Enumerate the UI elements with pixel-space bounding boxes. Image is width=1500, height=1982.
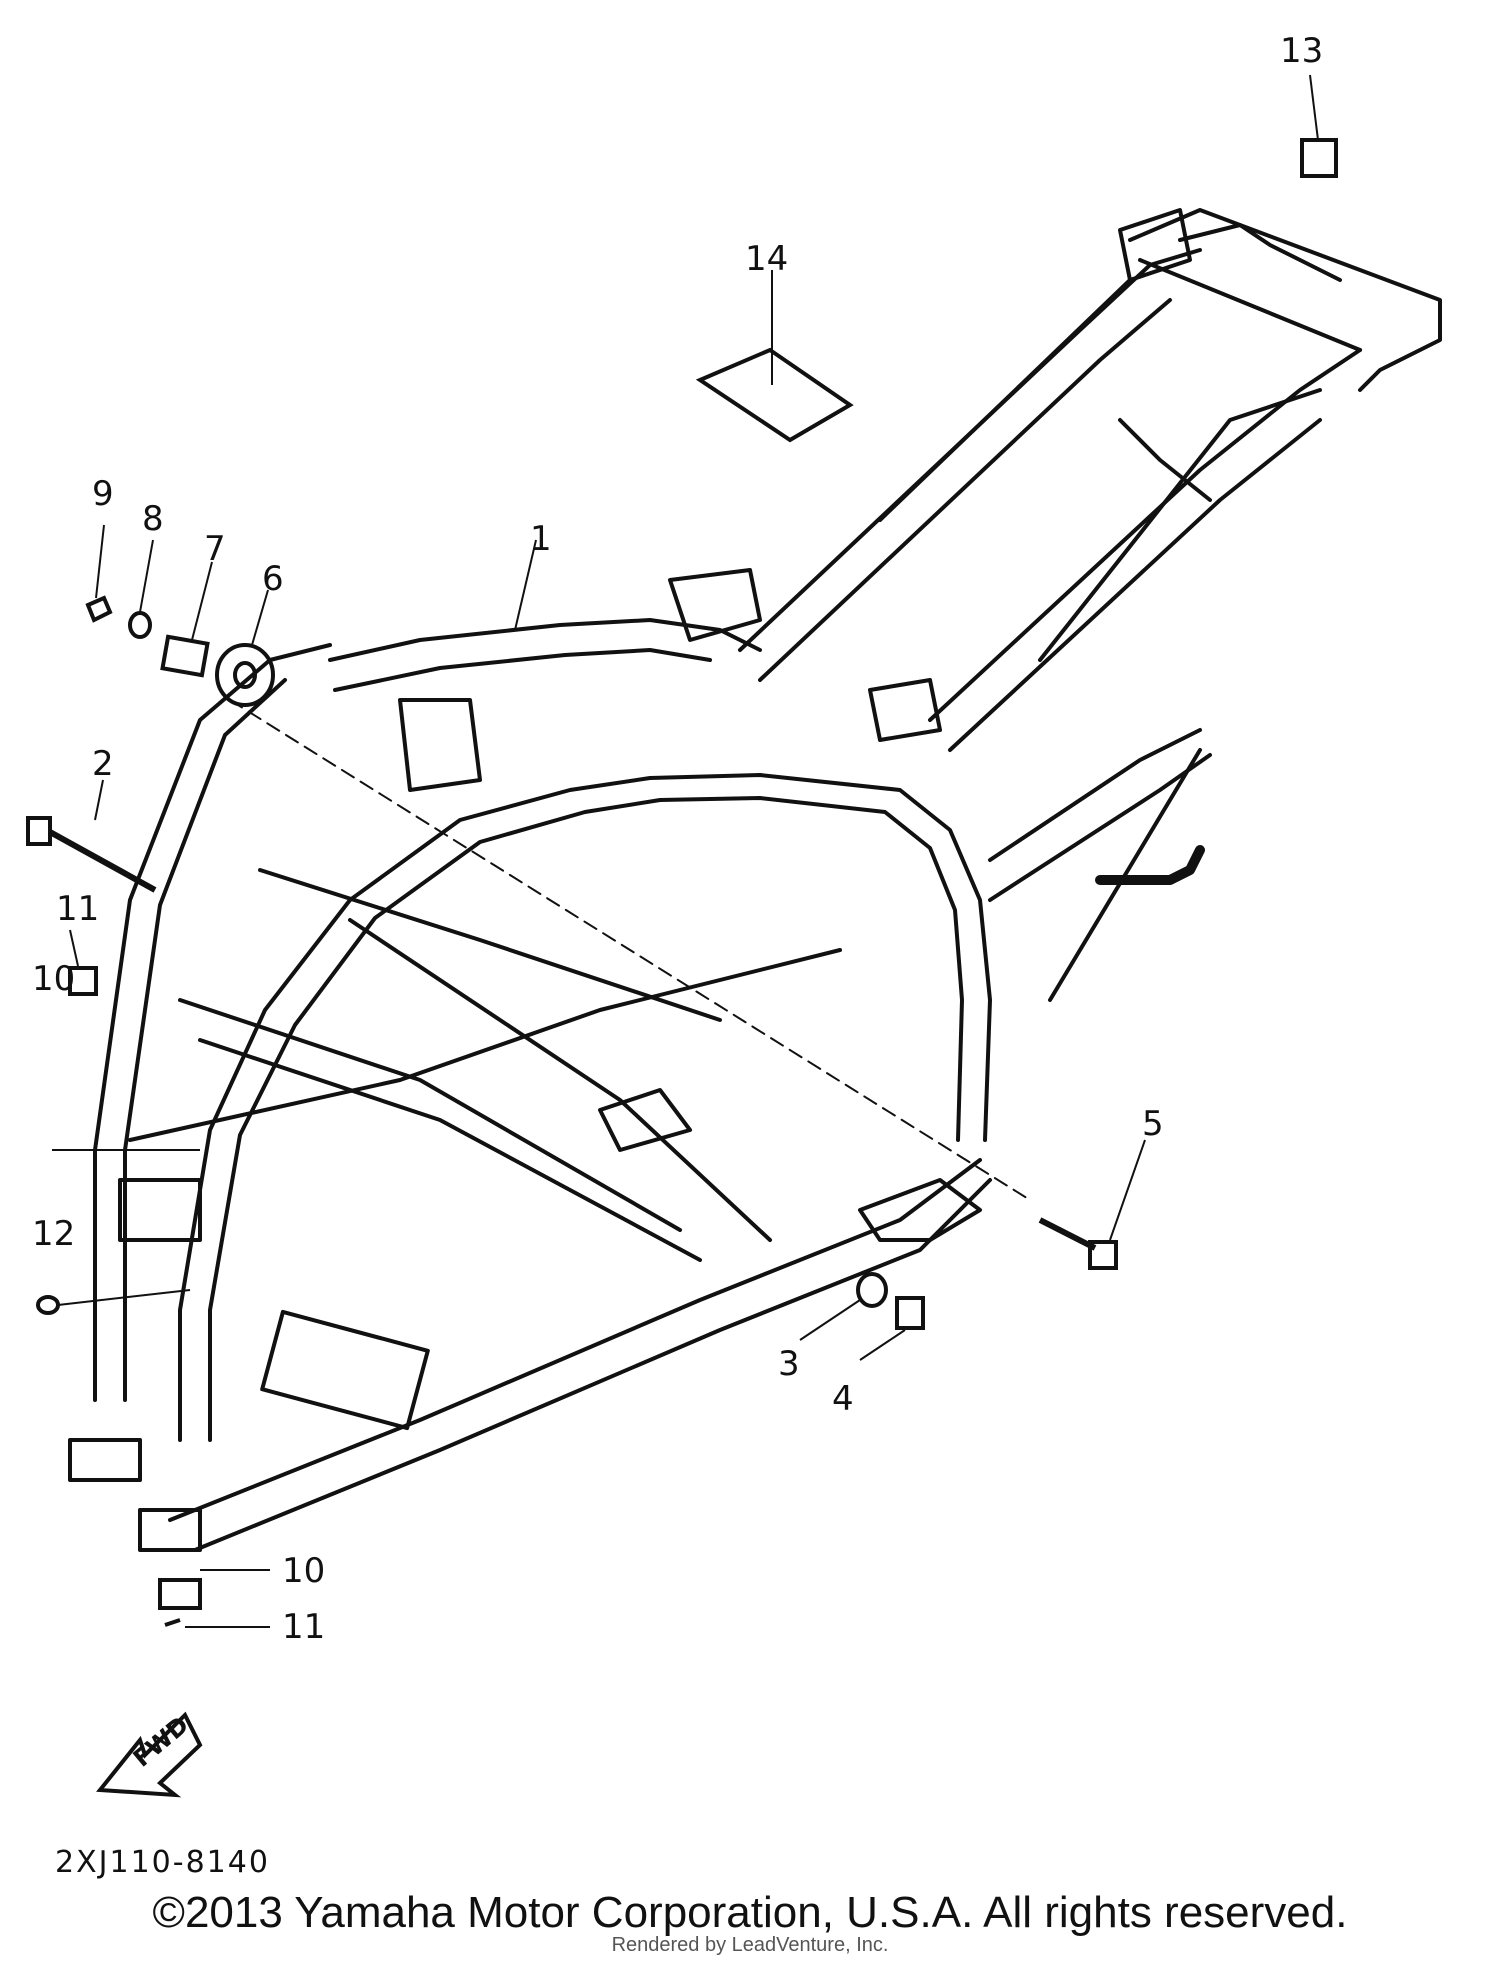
callout-2: 2 <box>92 744 114 784</box>
callout-7: 7 <box>204 529 226 569</box>
callout-11-lower: 11 <box>282 1607 325 1647</box>
callout-6: 6 <box>262 559 284 599</box>
copyright-notice: ©2013 Yamaha Motor Corporation, U.S.A. A… <box>152 1888 1348 1937</box>
callout-12: 12 <box>32 1214 75 1254</box>
callout-3: 3 <box>778 1344 800 1384</box>
callout-5: 5 <box>1142 1104 1164 1144</box>
diagram-code: 2XJ110-8140 <box>55 1845 270 1880</box>
callout-1: 1 <box>530 519 552 559</box>
callout-9: 9 <box>92 474 114 514</box>
callout-10-upper: 10 <box>32 959 75 999</box>
callout-10-lower: 10 <box>282 1551 325 1591</box>
callout-13: 13 <box>1280 31 1323 71</box>
callout-4: 4 <box>832 1379 854 1419</box>
exploded-parts <box>26 74 1338 1628</box>
fwd-arrow-icon: FWD <box>96 1711 203 1798</box>
callout-8: 8 <box>142 499 164 539</box>
callout-11-upper: 11 <box>56 889 99 929</box>
rendered-by-notice: Rendered by LeadVenture, Inc. <box>611 1934 889 1956</box>
callout-14: 14 <box>745 239 788 279</box>
frame-drawing <box>68 208 1442 1552</box>
